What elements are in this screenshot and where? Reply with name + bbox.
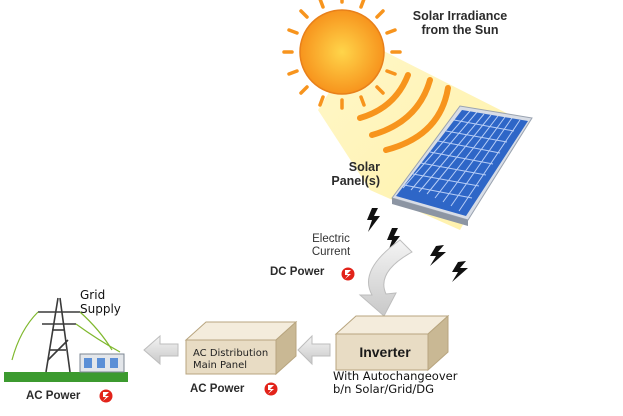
sun-icon: [282, 0, 402, 110]
electric-current-label: Electric Current: [311, 233, 351, 259]
inverter-note-line1: With Autochangeover: [333, 369, 458, 383]
inverter-box: [334, 314, 450, 372]
dc-power-label: DC Power: [270, 266, 325, 278]
power-plug-icon: [341, 267, 355, 281]
inverter-note-line2: b/n Solar/Grid/DG: [333, 382, 435, 397]
transmission-tower-icon: [4, 297, 128, 382]
solar-irradiance-label: Solar Irradiance from the Sun: [412, 9, 508, 38]
ac-distribution-box: [184, 320, 298, 376]
inverter-note: With Autochangeover b/n Solar/Grid/DG: [333, 369, 493, 397]
lightning-bolt-icon: [367, 208, 468, 282]
current-flow-arrow: [358, 239, 413, 317]
ac-distribution-label: AC Distribution Main Panel: [193, 348, 269, 371]
flow-arrow-panel-to-grid: [143, 334, 179, 366]
power-plug-icon: [99, 389, 113, 403]
solar-panel-icon: [391, 105, 533, 226]
flow-arrow-inverter-to-panel: [297, 334, 331, 366]
grid-supply-label: Grid Supply: [80, 288, 121, 316]
ac-power-grid-label: AC Power: [26, 390, 81, 402]
inverter-label: Inverter: [359, 344, 411, 360]
power-plug-icon: [264, 382, 278, 396]
ac-power-panel-label: AC Power: [190, 383, 245, 395]
solar-panels-label: Solar Panel(s): [331, 160, 380, 189]
radiance-waves: [357, 72, 451, 153]
